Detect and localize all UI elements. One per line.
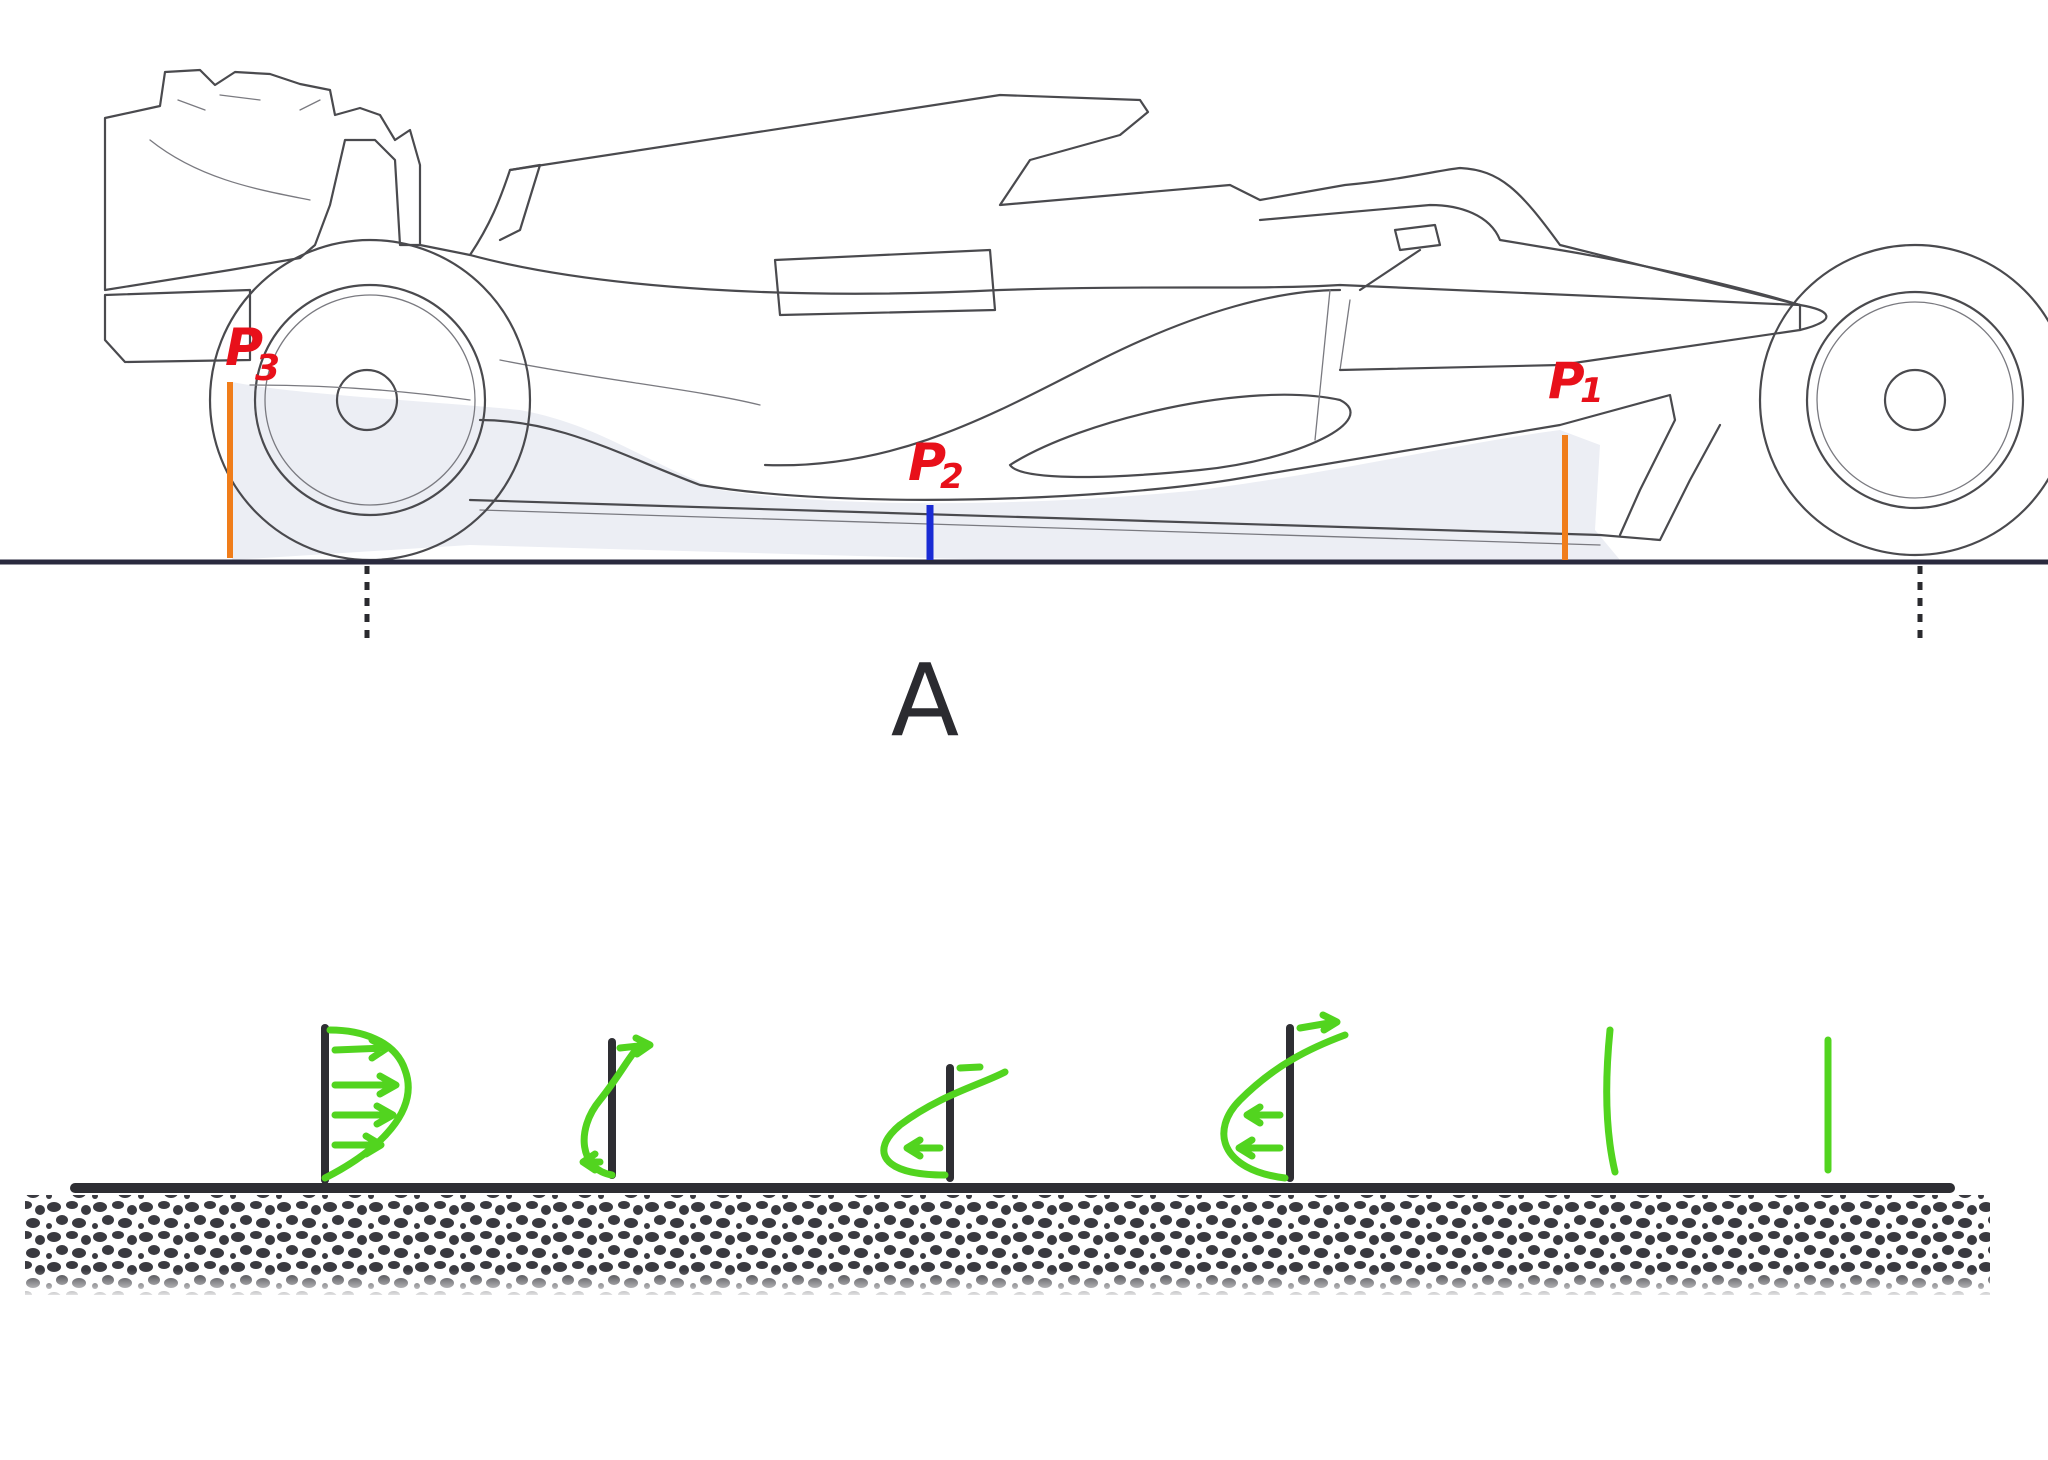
label-p3-subscript: 3 — [255, 348, 280, 389]
label-p1-subscript: 1 — [1580, 371, 1604, 411]
sidepod-top — [468, 253, 1828, 332]
mirror — [1358, 223, 1442, 292]
floor-plank — [479, 509, 1601, 546]
rear-wing — [103, 68, 422, 292]
floor-edge — [478, 393, 1677, 537]
halo — [1258, 203, 1562, 252]
sidepod-curve — [763, 288, 1342, 467]
nose — [1338, 248, 1802, 372]
body-detail-2 — [499, 359, 761, 406]
engine-cover — [418, 93, 1802, 307]
underfloor-shading — [232, 382, 1620, 560]
body-detail-1 — [1314, 289, 1351, 441]
velocity-profiles-panel — [25, 1011, 1990, 1295]
rear-wheel-hub-line — [249, 384, 471, 401]
floor-bottom — [468, 423, 1722, 542]
label-p2-subscript: 2 — [940, 457, 964, 497]
rear-wing-detail — [177, 94, 321, 111]
gravel-fade — [25, 1195, 1990, 1295]
front-wheel — [1758, 243, 2048, 557]
f1-car-side-view — [0, 68, 2048, 645]
velocity-profile-4 — [1220, 1011, 1349, 1182]
panel-label-a: A — [891, 642, 959, 759]
label-p1: P — [1548, 352, 1585, 410]
velocity-profile-1 — [321, 1024, 412, 1184]
velocity-profile-2 — [579, 1034, 654, 1179]
label-p2: P — [908, 433, 946, 493]
label-p3: P — [225, 318, 263, 378]
velocity-profile-5 — [1603, 1026, 1619, 1176]
velocity-profile-3 — [880, 1063, 1009, 1182]
rear-wing-curve — [149, 139, 311, 201]
sidepod-inlet — [773, 248, 997, 317]
rear-wing-endplate — [103, 288, 252, 364]
bargeboard-oval — [1008, 393, 1352, 479]
airbox — [498, 163, 542, 242]
